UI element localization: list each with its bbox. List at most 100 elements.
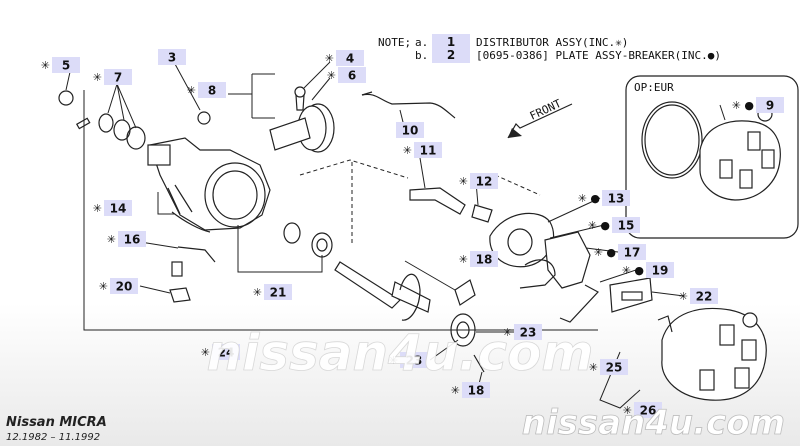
callout-prefix: ✳ ● (732, 99, 754, 112)
callout-20[interactable]: ✳20 (99, 278, 138, 294)
callout-box (104, 69, 132, 85)
callout-number: 12 (476, 175, 493, 189)
callout-number: 5 (62, 59, 70, 73)
callout-number: 23 (520, 326, 537, 340)
housing-clamp (167, 184, 193, 215)
callout-number: 17 (624, 246, 641, 260)
front-label: FRONT (528, 97, 564, 123)
callout-prefix: ✳ ● (578, 192, 600, 205)
spring-16 (177, 246, 216, 263)
callout-number: 8 (208, 84, 216, 98)
callout-23[interactable]: ✳23 (389, 352, 428, 368)
callout-prefix: ✳ ● (622, 264, 644, 277)
vacuum-arm (269, 117, 311, 151)
note-a-text: DISTRIBUTOR ASSY(INC.✳) (476, 36, 628, 49)
callout-23[interactable]: ✳23 (503, 324, 542, 340)
housing-rim-inner (212, 170, 258, 220)
callout-13[interactable]: ✳ ●13 (578, 190, 630, 206)
callout-6[interactable]: ✳6 (327, 67, 366, 83)
opeur-label: OP:EUR (634, 81, 674, 94)
bolt-12 (471, 204, 493, 223)
bracket-25-26 (599, 351, 641, 409)
callout-25[interactable]: ✳25 (589, 359, 628, 375)
callout-11[interactable]: ✳11 (403, 142, 442, 158)
callout-5[interactable]: ✳5 (41, 57, 80, 73)
callout-19[interactable]: ✳ ●19 (622, 262, 674, 278)
callout-prefix: ✳ ● (594, 246, 616, 259)
bracket-8 (251, 73, 275, 119)
callout-number: 18 (476, 253, 493, 267)
callout-10[interactable]: 10 (396, 122, 424, 138)
shaft-collar (391, 281, 431, 313)
callout-number: 16 (124, 233, 141, 247)
spring-18-lower (473, 354, 485, 373)
callout-box (646, 262, 674, 278)
front-arrowhead-icon (508, 128, 522, 138)
callout-prefix: ✳ (187, 84, 196, 97)
callout-prefix: ✳ (327, 69, 336, 82)
callout-4[interactable]: ✳4 (325, 50, 364, 66)
seal-ring-3 (126, 126, 146, 150)
cap-center-tower (742, 312, 758, 328)
breaker-plate-hole (507, 228, 533, 256)
callout-prefix: ✳ (403, 144, 412, 157)
callout-box (634, 402, 662, 418)
callout-8[interactable]: ✳8 (187, 82, 226, 98)
callout-box (690, 288, 718, 304)
inset-gasket-ring-inner (644, 104, 700, 176)
callout-prefix: ✳ (93, 202, 102, 215)
note-a-part[interactable]: 1 (447, 35, 455, 49)
vacuum-screw-head (294, 86, 306, 98)
callout-22[interactable]: ✳22 (679, 288, 718, 304)
callout-box (110, 278, 138, 294)
callout-number: 10 (402, 124, 419, 138)
callout-26[interactable]: ✳ 26 (623, 402, 662, 418)
seal-ring-1 (98, 113, 114, 133)
note-a-part-box (432, 34, 470, 50)
callout-14[interactable]: ✳14 (93, 200, 132, 216)
callout-21[interactable]: ✳21 (253, 284, 292, 300)
callout-box (602, 190, 630, 206)
note-b-part[interactable]: 2 (447, 48, 455, 62)
callout-number: 3 (168, 51, 176, 65)
callout-number: 26 (640, 404, 657, 418)
callout-18[interactable]: ✳18 (459, 251, 498, 267)
note-prefix: NOTE; (378, 36, 411, 49)
drive-shaft-end (147, 144, 171, 166)
callout-12[interactable]: ✳12 (459, 173, 498, 189)
watermark-center: nissan4u.com (206, 324, 593, 382)
callout-number: 23 (406, 354, 423, 368)
callout-box (212, 344, 240, 360)
callout-prefix: ✳ (623, 404, 632, 417)
callout-labels: 3✳4✳5✳6✳7✳8✳ ●910✳11✳12✳ ●13✳14✳ ●15✳16✳… (41, 49, 784, 418)
callout-number: 22 (696, 290, 713, 304)
bracket-20 (169, 287, 191, 303)
callout-15[interactable]: ✳ ●15 (588, 217, 640, 233)
bolt-20-head (171, 261, 183, 277)
callout-box (396, 122, 424, 138)
callout-box (158, 49, 186, 65)
callout-18[interactable]: ✳18 (451, 382, 490, 398)
cap-tower-3 (734, 367, 750, 389)
callout-number: 18 (468, 384, 485, 398)
inset-leader (719, 104, 726, 121)
callout-17[interactable]: ✳ ● 17 (594, 244, 646, 260)
inset-cap-tower-4 (719, 159, 733, 179)
callout-3[interactable]: 3 (158, 49, 186, 65)
note-b-part-box (432, 47, 470, 63)
callout-box (118, 231, 146, 247)
callout-7[interactable]: ✳7 (93, 69, 132, 85)
callout-box (414, 142, 442, 158)
inset-gasket-ring (641, 101, 703, 179)
note-header: NOTE; a. 1 DISTRIBUTOR ASSY(INC.✳) b. 2 … (378, 34, 721, 63)
callout-prefix: ✳ ● (588, 219, 610, 232)
callout-box (400, 352, 428, 368)
callout-9[interactable]: ✳ ●9 (732, 97, 784, 113)
callout-16[interactable]: ✳16 (107, 231, 146, 247)
watermark-corner: nissan4u.com (522, 403, 785, 443)
callout-24[interactable]: ✳24 (201, 344, 240, 360)
callout-number: 20 (116, 280, 133, 294)
dashed-guides (299, 159, 541, 245)
callout-box (612, 217, 640, 233)
